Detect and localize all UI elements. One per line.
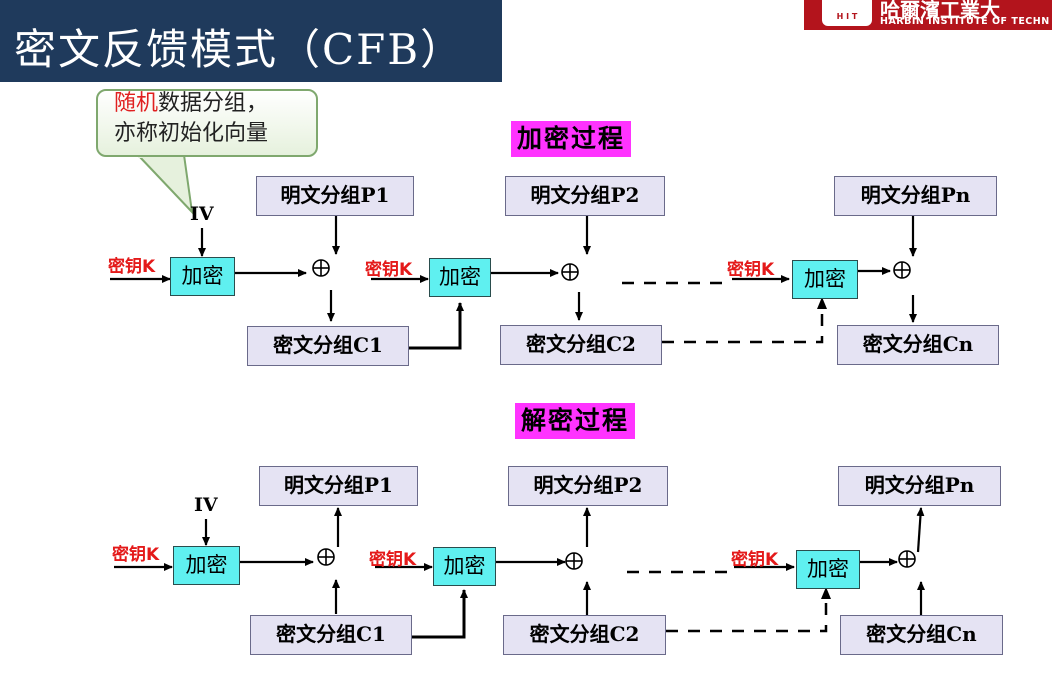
logo-name: 哈爾濱工業大: [880, 0, 1000, 22]
dec-c1-to-e2: [412, 589, 468, 639]
callout-tail: [135, 154, 194, 215]
callout-line1-text: 数据分组，: [158, 91, 269, 116]
dec-iv-label: IV: [194, 494, 218, 516]
enc-iv-label: IV: [190, 203, 214, 225]
dec-dash-arrowhead: [821, 587, 831, 599]
dec-encrypt-box-2: 加密: [433, 547, 496, 586]
enc-dash-arrowhead: [817, 297, 827, 309]
dec-key-label-1: 密钥K: [112, 545, 160, 565]
logo-seal-icon: H I T: [822, 0, 872, 26]
encryption-process-label: 加密过程: [511, 121, 632, 157]
logo-seal-text: H I T: [836, 12, 858, 21]
dec-key-label-2: 密钥K: [369, 550, 417, 570]
dec-encrypt-box-1: 加密: [173, 546, 240, 585]
dec-encrypt-box-n: 加密: [796, 550, 860, 589]
enc-encrypt-box-2: 加密: [429, 258, 491, 297]
title-bar: [0, 0, 502, 82]
enc-ciphertext-cn: 密文分组Cn: [837, 325, 999, 365]
enc-plaintext-p1: 明文分组P1: [256, 176, 414, 216]
enc-key-label-2: 密钥K: [365, 260, 413, 280]
enc-c1-to-e2: [408, 302, 464, 350]
enc-plaintext-p2: 明文分组P2: [505, 176, 665, 216]
enc-key-label-1: 密钥K: [108, 257, 156, 277]
callout-red-text: 随机: [114, 91, 159, 116]
dec-plaintext-p2: 明文分组P2: [508, 466, 668, 506]
enc-ciphertext-c1: 密文分组C1: [247, 326, 409, 366]
dec-key-label-n: 密钥K: [731, 550, 779, 570]
enc-plaintext-pn: 明文分组Pn: [834, 176, 997, 216]
dec-c2-to-en-dash: [666, 597, 828, 633]
dec-ciphertext-cn: 密文分组Cn: [840, 615, 1003, 655]
enc-encrypt-box-n: 加密: [792, 260, 858, 299]
university-logo: H I T 哈爾濱工業大 HARBIN INSTITUTE OF TECHN: [804, 0, 1052, 30]
dec-ciphertext-c2: 密文分组C2: [503, 615, 666, 655]
dec-xorn-to-pn: [916, 507, 925, 553]
enc-c2-to-en-dash: [662, 308, 824, 344]
enc-encrypt-box-1: 加密: [170, 257, 235, 296]
enc-key-label-n: 密钥K: [727, 260, 775, 280]
enc-ciphertext-c2: 密文分组C2: [500, 325, 662, 365]
dec-plaintext-pn: 明文分组Pn: [838, 466, 1001, 506]
callout-line2-text: 亦称初始化向量: [114, 121, 269, 146]
dec-ciphertext-c1: 密文分组C1: [250, 615, 412, 655]
xor-symbols: [312, 259, 916, 570]
decryption-process-label: 解密过程: [515, 403, 636, 439]
iv-callout: [96, 89, 318, 157]
iv-callout-text: 随机数据分组， 亦称初始化向量: [114, 89, 314, 149]
slide-title: 密文反馈模式（CFB）: [14, 25, 465, 74]
logo-subtitle: HARBIN INSTITUTE OF TECHN: [880, 16, 1050, 27]
dec-plaintext-p1: 明文分组P1: [259, 466, 418, 506]
